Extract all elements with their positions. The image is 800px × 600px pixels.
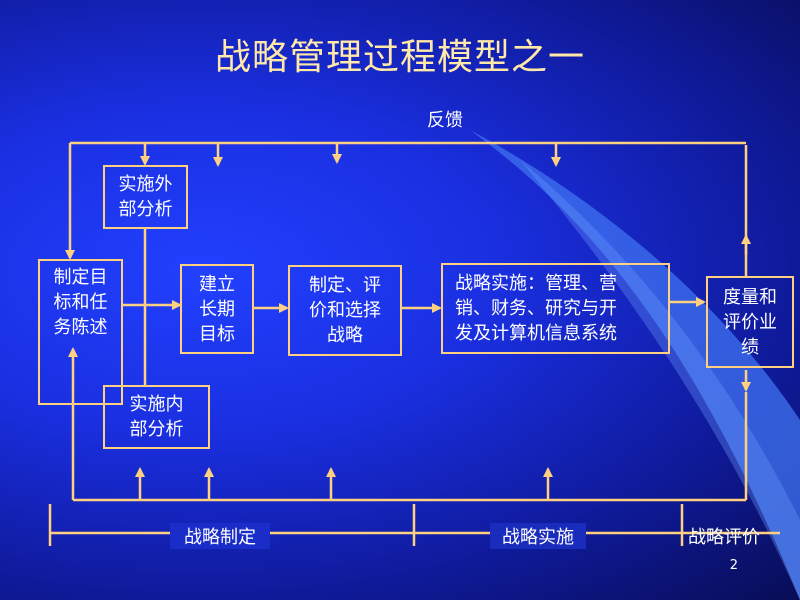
box-longterm-text: 建立 长期 目标 xyxy=(199,273,235,345)
box-longterm-goals: 建立 长期 目标 xyxy=(180,264,254,354)
feedback-label: 反馈 xyxy=(427,110,463,131)
box-evaluate: 度量和 评价业 绩 xyxy=(706,276,794,368)
box-external-text: 实施外 部分析 xyxy=(118,174,173,220)
box-internal-analysis: 实施内 部分析 xyxy=(103,385,210,449)
box-choose-text: 制定、评 价和选择 战略 xyxy=(309,275,381,346)
box-implementation-text: 战略实施：管理、营 销、财务、研究与开 发及计算机信息系统 xyxy=(455,273,617,344)
phase-formulate: 战略制定 xyxy=(170,523,270,549)
box-implementation: 战略实施：管理、营 销、财务、研究与开 发及计算机信息系统 xyxy=(441,263,670,354)
box-external-analysis: 实施外 部分析 xyxy=(103,165,188,229)
box-mission: 制定目 标和任 务陈述 xyxy=(38,259,123,405)
phase-implement: 战略实施 xyxy=(490,523,586,549)
box-evaluate-text: 度量和 评价业 绩 xyxy=(723,286,777,358)
box-mission-text: 制定目 标和任 务陈述 xyxy=(53,267,108,338)
page-number: 2 xyxy=(729,558,738,573)
box-choose-strategy: 制定、评 价和选择 战略 xyxy=(288,265,402,356)
phase-evaluate: 战略评价 xyxy=(688,527,760,548)
slide-title: 战略管理过程模型之一 xyxy=(214,37,585,78)
box-internal-text: 实施内 部分析 xyxy=(129,394,184,440)
